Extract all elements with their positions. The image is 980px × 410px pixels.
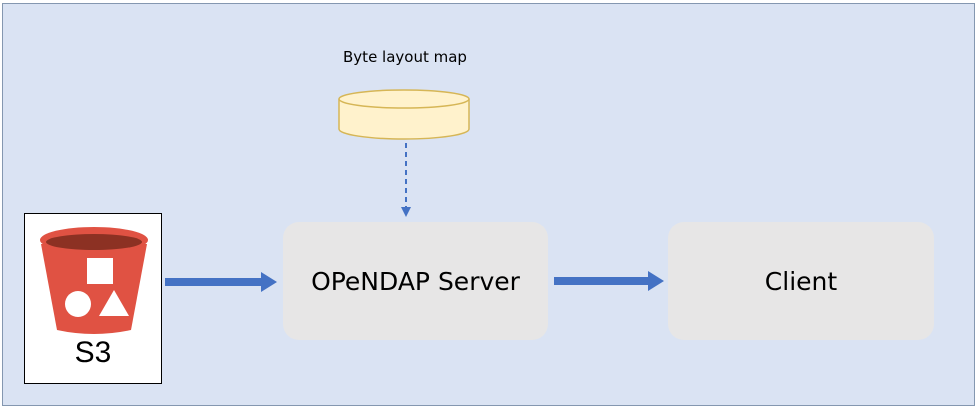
client-node: Client — [668, 222, 934, 340]
arrow-s3-to-server — [165, 272, 277, 292]
opendap-server-node: OPeNDAP Server — [283, 222, 548, 340]
database-cylinder-icon — [338, 89, 470, 140]
s3-bucket-icon — [40, 227, 148, 334]
dashed-arrow-map-to-server — [401, 143, 411, 217]
s3-label: S3 — [74, 336, 112, 369]
layout-map-label: Byte layout map — [343, 48, 467, 66]
arrow-server-to-client — [554, 271, 664, 291]
s3-bucket-box: S3 — [24, 213, 162, 384]
